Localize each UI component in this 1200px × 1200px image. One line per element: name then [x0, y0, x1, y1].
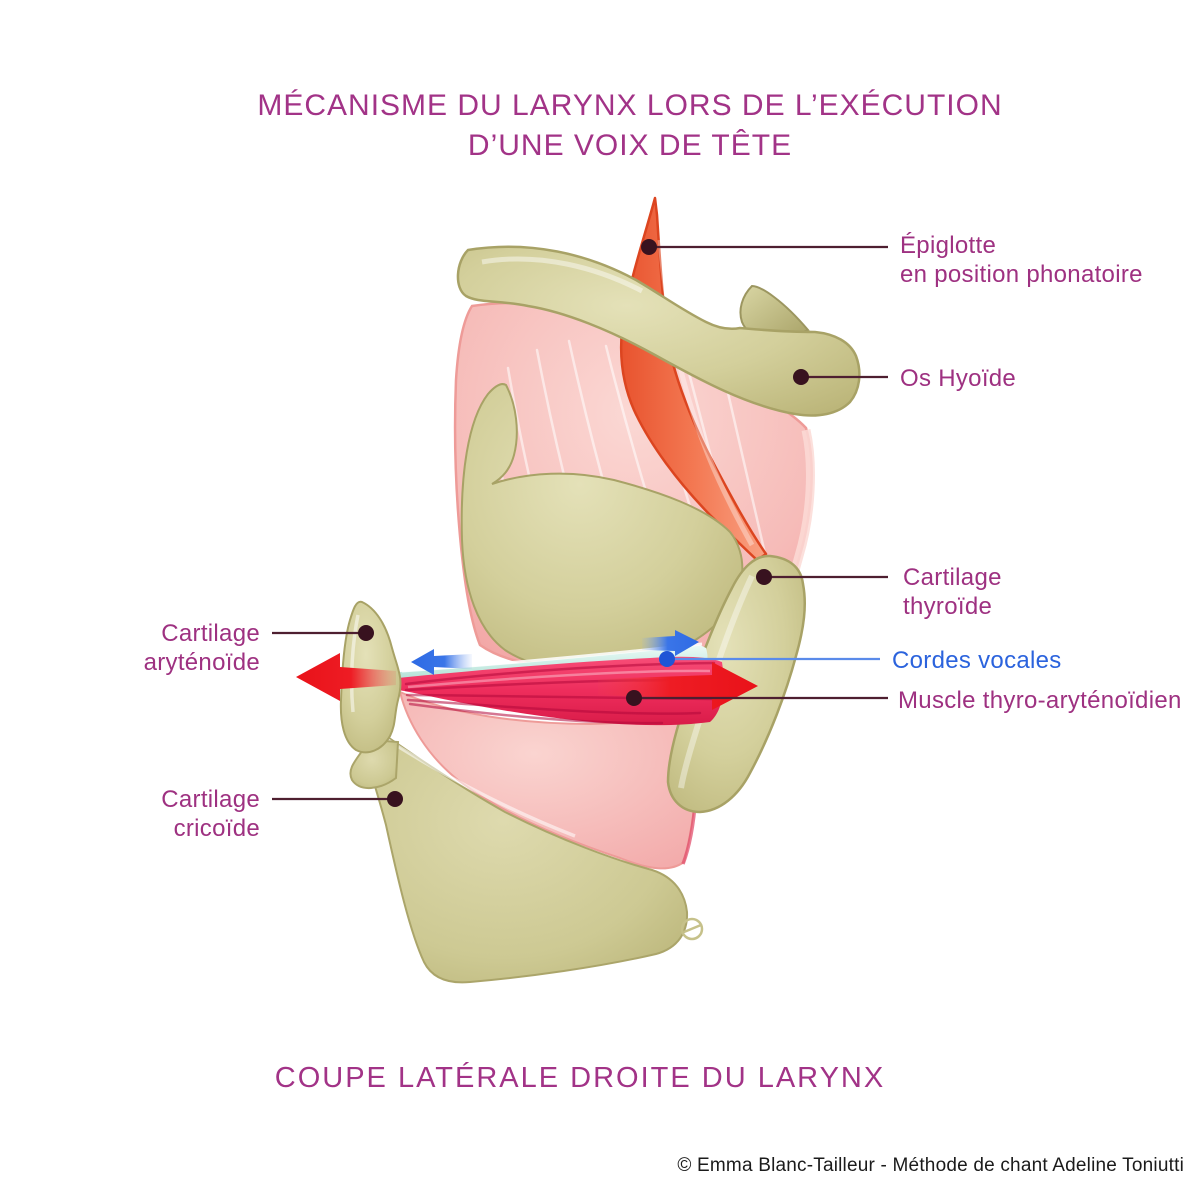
e-monogram-icon	[680, 917, 704, 941]
muscle-fiber-highlight	[407, 669, 711, 689]
leader-dot-thyroid	[756, 569, 772, 585]
leader-dot-epiglottis	[641, 239, 657, 255]
label-cricoid-line2: cricoïde	[173, 815, 260, 842]
leader-dot-hyoid	[793, 369, 809, 385]
title-line-1: MÉCANISME DU LARYNX LORS DE L’EXÉCUTION	[257, 89, 1003, 122]
leader-dot-vocal-cords	[659, 651, 675, 667]
label-vocal-cords-text: Cordes vocales	[892, 647, 1062, 674]
leader-dot-muscle	[626, 690, 642, 706]
label-hyoid-text: Os Hyoïde	[900, 365, 1017, 392]
blue-arrow-right-icon	[642, 630, 699, 656]
label-arytenoid: Cartilage aryténoïde	[144, 619, 260, 677]
label-thyroid-line2: thyroïde	[903, 593, 993, 620]
label-thyroarytenoid-muscle: Muscle thyro-aryténoïdien	[898, 686, 1182, 715]
page-title: MÉCANISME DU LARYNX LORS DE L’EXÉCUTION …	[60, 86, 1200, 166]
label-arytenoid-line1: Cartilage	[161, 620, 260, 647]
red-arrow-left-icon	[296, 653, 396, 701]
label-thyroid: Cartilage thyroïde	[903, 563, 1002, 621]
epiglottis-highlight	[657, 239, 755, 547]
label-arytenoid-line2: aryténoïde	[143, 649, 260, 676]
copyright-credit: © Emma Blanc-Tailleur - Méthode de chant…	[677, 1155, 1184, 1176]
label-cricoid-line1: Cartilage	[161, 786, 260, 813]
hyoid-highlight	[481, 256, 644, 294]
leader-dots	[358, 239, 809, 807]
blue-arrow-left-icon	[411, 649, 472, 675]
leader-lines	[272, 245, 888, 801]
label-thyroid-line1: Cartilage	[903, 564, 1002, 591]
label-epiglottis-line2: en position phonatoire	[900, 261, 1143, 288]
leader-dot-arytenoid	[358, 625, 374, 641]
leader-dot-cricoid	[387, 791, 403, 807]
label-cricoid: Cartilage cricoïde	[161, 785, 260, 843]
label-epiglottis: Épiglotte en position phonatoire	[900, 231, 1143, 289]
label-epiglottis-line1: Épiglotte	[900, 232, 997, 259]
label-muscle-text: Muscle thyro-aryténoïdien	[898, 687, 1182, 714]
hyoid-bone-shape	[456, 245, 861, 417]
title-line-2: D’UNE VOIX DE TÊTE	[467, 129, 793, 162]
label-hyoid: Os Hyoïde	[900, 364, 1016, 393]
label-vocal-cords: Cordes vocales	[892, 646, 1062, 675]
figure-caption: COUPE LATÉRALE DROITE DU LARYNX	[274, 1062, 886, 1094]
arytenoid-highlight	[349, 614, 360, 713]
